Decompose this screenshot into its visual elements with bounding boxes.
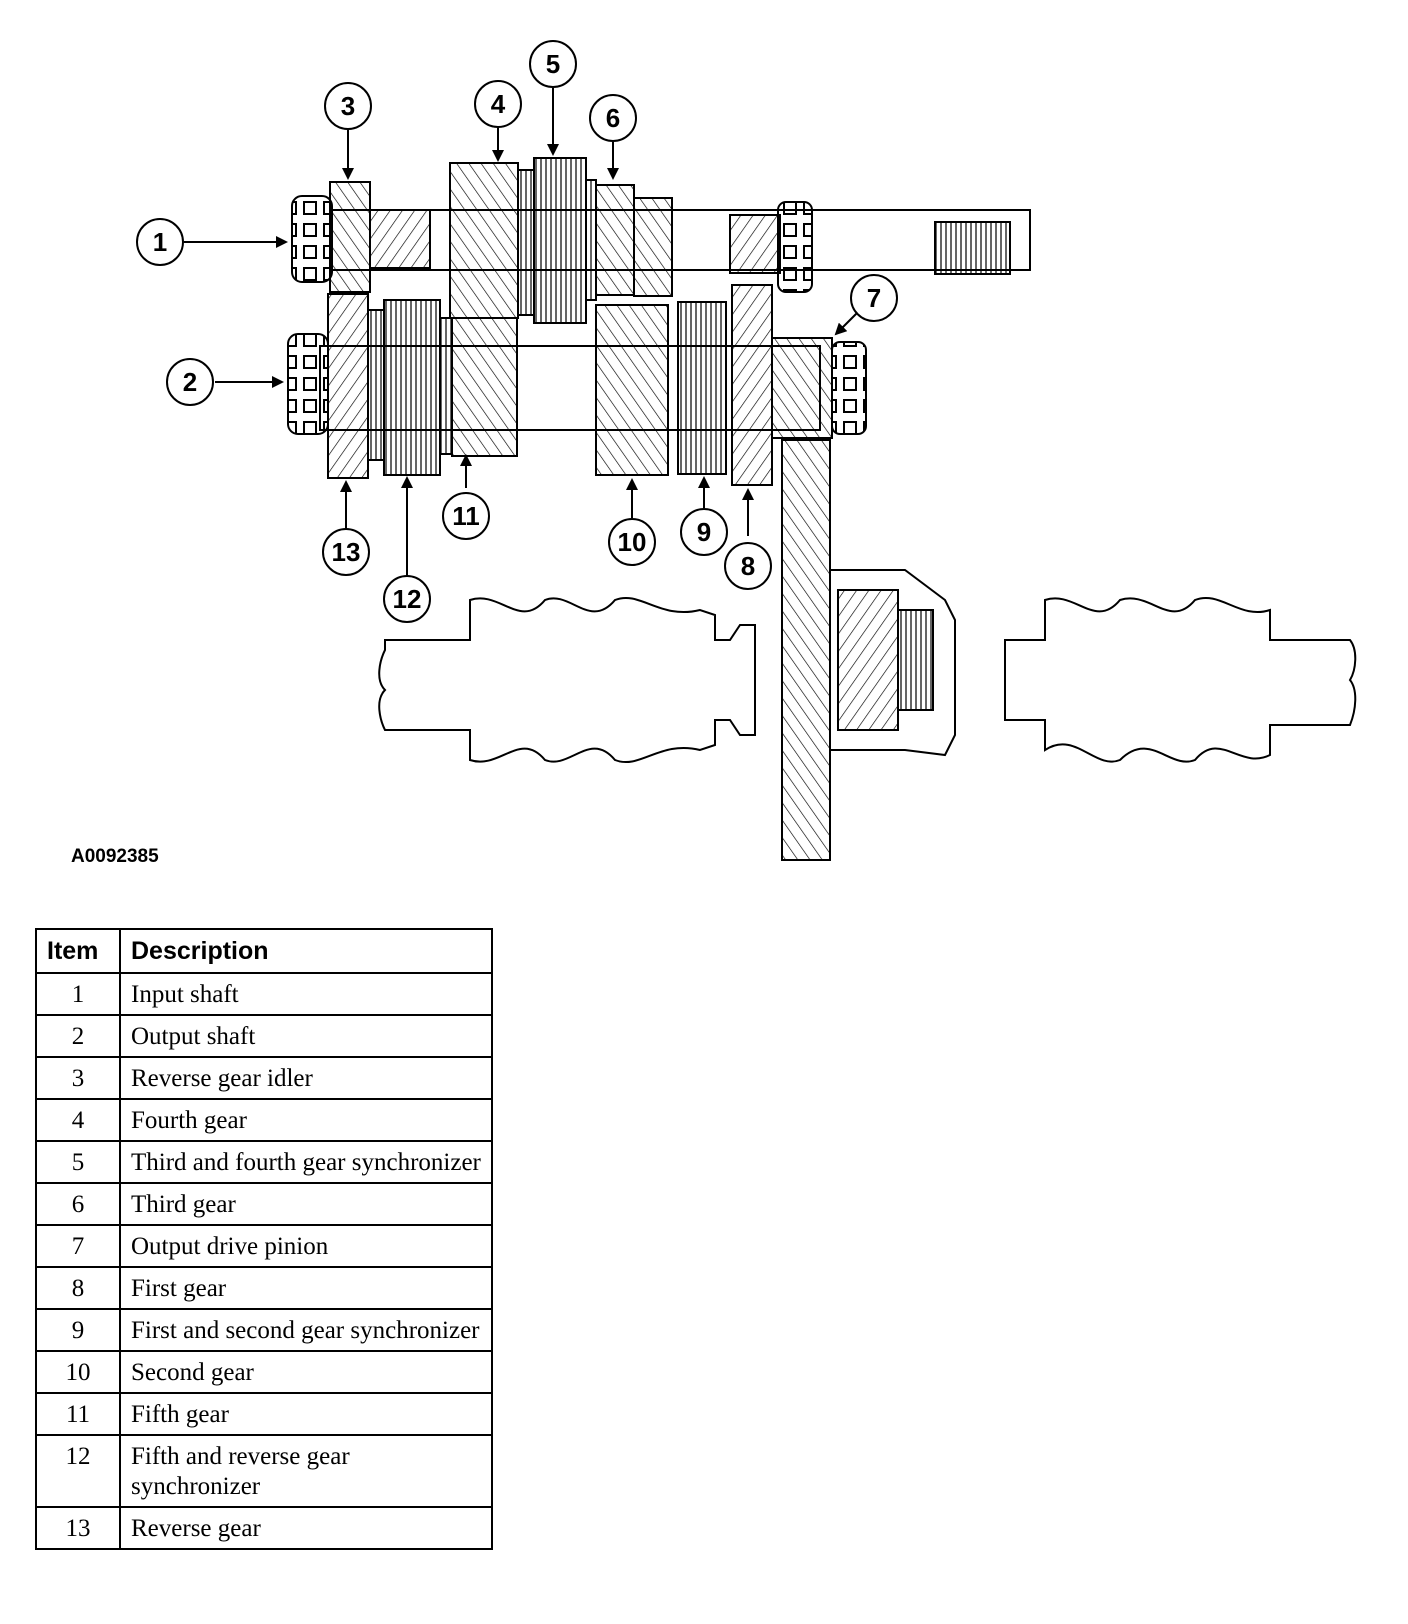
final-drive-ring-gear [781,439,831,861]
output-shaft-right-bearing [831,341,867,435]
item-description: Fourth gear [119,1098,493,1142]
output-drive-pinion [771,337,833,439]
callout-number: 8 [741,551,755,581]
callout-5: 5 [529,40,577,88]
callout-2: 2 [166,358,214,406]
fourth-gear [449,162,519,319]
item-description: First and second gear synchronizer [119,1308,493,1352]
callout-1: 1 [136,218,184,266]
header-description: Description [119,928,493,974]
callout-number: 2 [183,367,197,397]
callout-4: 4 [474,80,522,128]
callout-3: 3 [324,82,372,130]
third-fourth-synchronizer [533,157,587,324]
output-shaft-left-bearing [287,333,329,435]
item-number: 6 [35,1182,121,1226]
callout-number: 1 [153,227,167,257]
table-header-row: Item Description [35,928,493,974]
item-description: Fifth gear [119,1392,493,1436]
first-second-synchronizer [677,301,727,475]
fifth-gear [451,317,518,457]
callout-13: 13 [322,528,370,576]
item-number: 3 [35,1056,121,1100]
third-gear [595,184,635,296]
callout-9: 9 [680,508,728,556]
callout-number: 4 [491,89,506,119]
callout-12: 12 [383,575,431,623]
second-gear [595,304,669,476]
item-number: 5 [35,1140,121,1184]
callout-number: 7 [867,283,881,313]
item-number: 8 [35,1266,121,1310]
callout-number: 13 [332,537,361,567]
transaxle-diagram: 1 2 3 4 5 6 7 8 9 10 11 12 [136,40,1357,861]
item-description: Third gear [119,1182,493,1226]
callout-6: 6 [589,94,637,142]
item-number: 11 [35,1392,121,1436]
callout-number: 11 [452,501,480,531]
item-description: First gear [119,1266,493,1310]
callout-number: 12 [393,584,422,614]
item-description: Input shaft [119,972,493,1016]
callout-number: 5 [546,49,560,79]
item-description: Output shaft [119,1014,493,1058]
item-number: 9 [35,1308,121,1352]
input-shaft-splined-end [934,221,1011,275]
input-shaft-body [329,209,1031,271]
item-description: Reverse gear idler [119,1056,493,1100]
reverse-gear [327,293,369,479]
item-number: 7 [35,1224,121,1268]
reverse-idler-gear [329,181,371,293]
callout-number: 6 [606,103,620,133]
figure-id-label: A0092385 [71,846,159,867]
item-description: Output drive pinion [119,1224,493,1268]
fifth-reverse-synchronizer [383,299,441,476]
item-number: 10 [35,1350,121,1394]
header-item: Item [35,928,121,974]
item-number: 2 [35,1014,121,1058]
item-description: Second gear [119,1350,493,1394]
callout-7: 7 [850,274,898,322]
first-gear [731,284,773,486]
item-number: 1 [35,972,121,1016]
left-halfshaft-boot [378,597,756,763]
callout-10: 10 [608,518,656,566]
callout-number: 10 [618,527,647,557]
callout-11: 11 [442,492,490,540]
input-shaft-pinion [729,214,781,274]
item-description: Reverse gear [119,1506,493,1550]
item-description: Third and fourth gear synchronizer [119,1140,493,1184]
item-number: 12 [35,1434,121,1508]
input-shaft-bearing [291,195,333,283]
item-number: 13 [35,1506,121,1550]
callout-8: 8 [724,542,772,590]
callout-number: 9 [697,517,711,547]
input-shaft-right-bearing [777,201,813,293]
item-description: Fifth and reverse gear synchronizer [119,1434,493,1508]
callout-number: 3 [341,91,355,121]
right-halfshaft-boot [1004,597,1357,763]
item-number: 4 [35,1098,121,1142]
mechanism-drawing [184,88,1357,861]
